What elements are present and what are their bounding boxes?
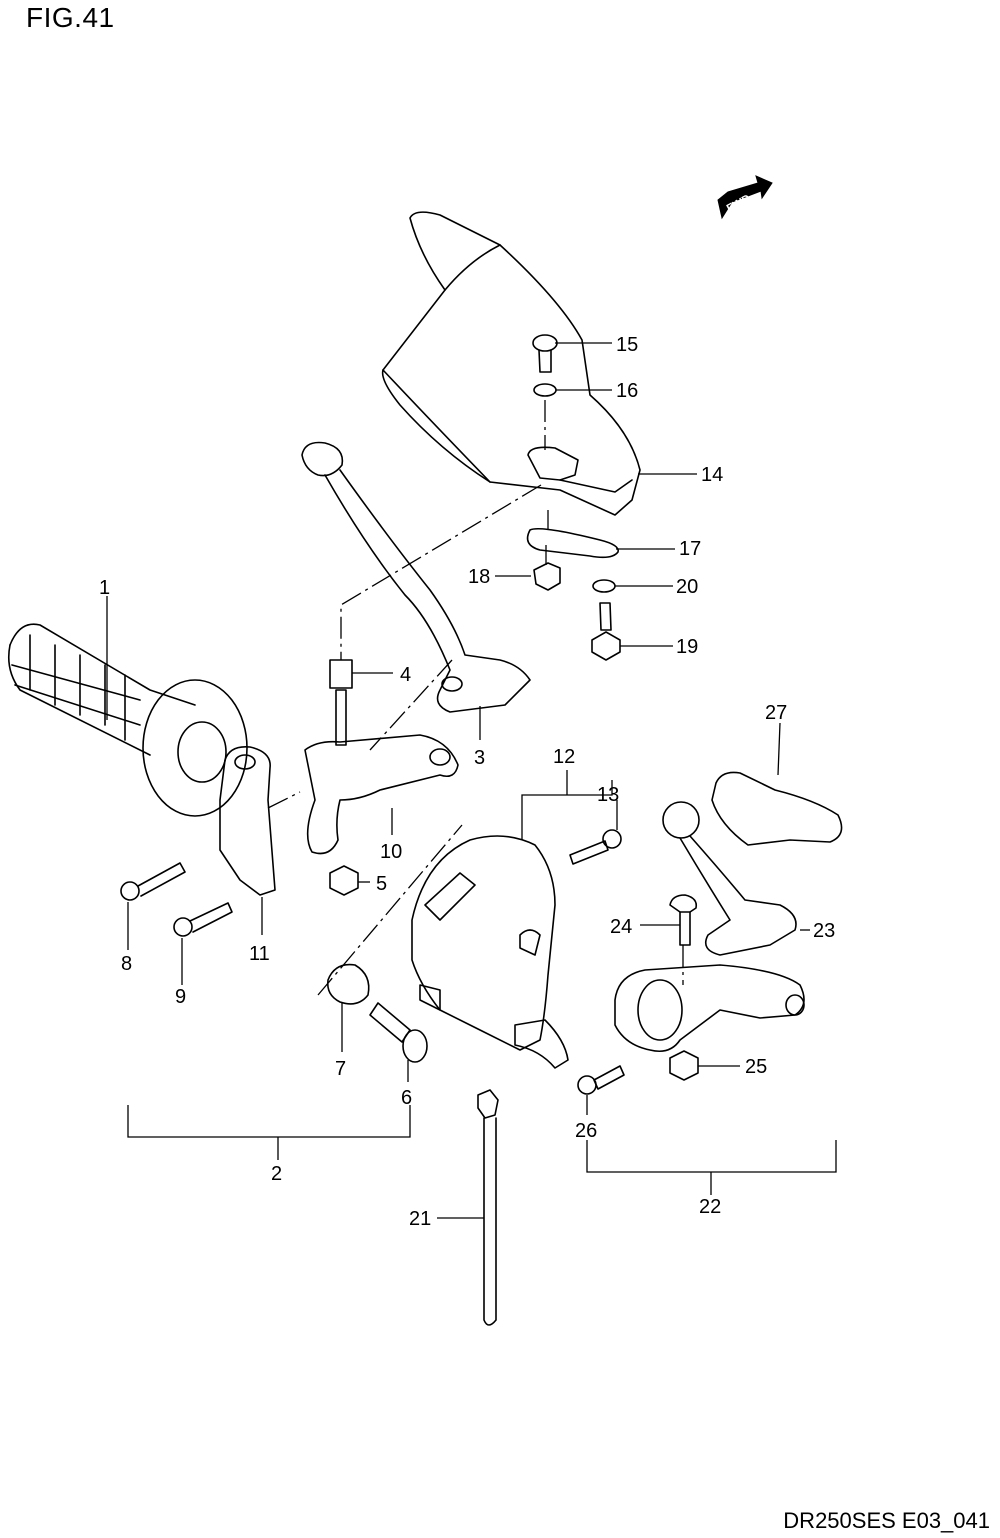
- cable-tie: [477, 1089, 499, 1326]
- screw-13: [569, 829, 622, 865]
- callout-20: 20: [676, 576, 698, 598]
- callout-14: 14: [701, 464, 723, 486]
- callout-3: 3: [474, 747, 485, 769]
- screw-15: [532, 334, 558, 373]
- callout-16: 16: [616, 380, 638, 402]
- nut-5: [329, 865, 359, 896]
- callout-8: 8: [121, 953, 132, 975]
- callout-10: 10: [380, 841, 402, 863]
- bracket-17: [526, 527, 619, 559]
- bolt-19: [591, 602, 621, 661]
- screw-26: [577, 1065, 625, 1095]
- callout-15: 15: [616, 334, 638, 356]
- cable-adjuster: [329, 659, 353, 746]
- washer-20: [592, 579, 616, 593]
- callout-6: 6: [401, 1087, 412, 1109]
- hot-start-lever: [662, 801, 797, 956]
- callout-17: 17: [679, 538, 701, 560]
- callout-22: 22: [699, 1196, 721, 1218]
- callout-1: 1: [99, 577, 110, 599]
- nut-25: [669, 1050, 699, 1081]
- callout-27: 27: [765, 702, 787, 724]
- nut-18: [533, 562, 561, 591]
- callout-12: 12: [553, 746, 575, 768]
- callout-25: 25: [745, 1056, 767, 1078]
- callout-19: 19: [676, 636, 698, 658]
- adjuster-6: [369, 1002, 428, 1063]
- callout-24: 24: [610, 916, 632, 938]
- leader-lines: [106, 342, 837, 1219]
- clamp-11: [219, 745, 276, 896]
- lever-holder-22: [614, 964, 805, 1053]
- callout-21: 21: [409, 1208, 431, 1230]
- screw-9: [173, 902, 233, 937]
- callout-26: 26: [575, 1120, 597, 1142]
- pin-24: [669, 894, 698, 946]
- callout-18: 18: [468, 566, 490, 588]
- callout-9: 9: [175, 986, 186, 1008]
- callout-labels: 1 2 3 4 5 6 7 8 9 10 11 12 13 14 15 16 1…: [99, 334, 835, 1230]
- fwd-arrow-icon: FWD: [717, 175, 773, 220]
- hand-guard: [381, 211, 641, 516]
- screw-8: [120, 862, 186, 901]
- drawing-code: DR250SES E03_041: [783, 1508, 990, 1533]
- figure-title: FIG.41: [26, 2, 115, 33]
- callout-23: 23: [813, 920, 835, 942]
- lever-cover-27: [711, 771, 843, 846]
- handlebar-grip: [7, 623, 248, 817]
- clutch-lever: [301, 441, 531, 713]
- callout-11: 11: [249, 943, 270, 965]
- clip-7: [326, 963, 370, 1005]
- handlebar-switch: [411, 835, 569, 1069]
- callout-7: 7: [335, 1058, 346, 1080]
- assembly-lines: [267, 400, 684, 996]
- callout-5: 5: [376, 873, 387, 895]
- lever-holder: [304, 734, 459, 855]
- callout-13: 13: [597, 784, 619, 806]
- washer-16: [533, 383, 557, 397]
- callout-4: 4: [400, 664, 411, 686]
- callout-2: 2: [271, 1163, 282, 1185]
